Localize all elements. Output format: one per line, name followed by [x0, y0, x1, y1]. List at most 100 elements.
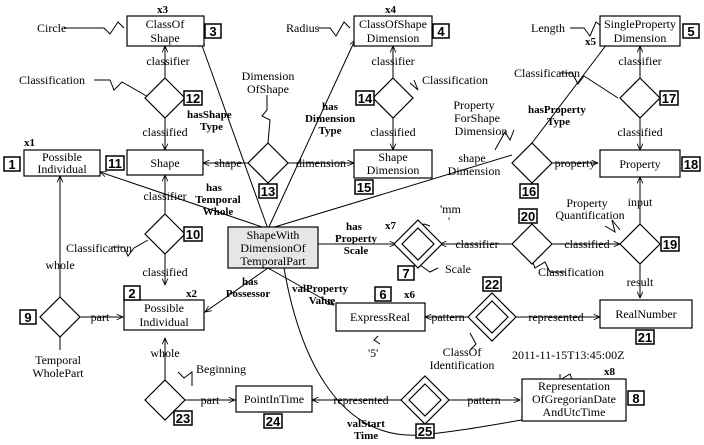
label-classified-10: classified — [142, 265, 187, 279]
label-property-quantification-2: Quantification — [555, 208, 624, 222]
relation-23[interactable]: 23 — [144, 379, 193, 426]
relation-10[interactable]: 10 — [144, 213, 203, 255]
e21-line1: RealNumber — [615, 307, 676, 321]
e4-number: 4 — [437, 24, 445, 39]
label-classified-12: classified — [142, 125, 187, 139]
entity-e4[interactable]: ClassOfShape Dimension x4 4 — [353, 4, 450, 47]
e24-number: 24 — [266, 414, 281, 429]
relation-16[interactable]: 16 — [511, 142, 553, 199]
label-mm-quote: ' — [448, 214, 450, 228]
relation-12[interactable]: 12 — [144, 77, 203, 119]
relation-20[interactable]: 20 — [511, 208, 553, 265]
relation-17[interactable]: 17 — [619, 77, 679, 119]
r13-number: 13 — [261, 184, 275, 199]
label-part-9: part — [91, 310, 110, 324]
e2-number: 2 — [128, 286, 135, 301]
label-has-dimension-type-3: Type — [318, 125, 341, 137]
e1-number: 1 — [8, 157, 15, 172]
relation-7[interactable]: 7 — [393, 219, 443, 281]
center-line1: ShapeWith — [247, 228, 300, 242]
entity-center[interactable]: ShapeWith DimensionOf TemporalPart — [227, 226, 319, 269]
entity-e18[interactable]: Property 18 — [599, 149, 701, 178]
e3-number: 3 — [209, 24, 216, 39]
r23-number: 23 — [176, 411, 190, 426]
entity-e8[interactable]: Representation OfGregorianDate AndUtcTim… — [521, 366, 645, 422]
connector-lines — [60, 21, 640, 436]
label-has-shape-type-2: Type — [200, 121, 223, 133]
label-pattern-22: pattern — [431, 310, 464, 324]
label-classification-12: Classification — [19, 73, 85, 87]
entity-e24[interactable]: PointInTime 24 — [235, 385, 313, 429]
relation-14[interactable]: 14 — [355, 77, 414, 119]
e24-line1: PointInTime — [244, 392, 304, 406]
e8-line3: AndUtcTime — [543, 405, 606, 419]
e15-line1: Shape — [378, 150, 407, 164]
entity-e1[interactable]: Possible Individual x1 1 — [3, 137, 101, 177]
e18-line1: Property — [619, 157, 660, 171]
label-has-shape-type-1: hasShape — [187, 109, 232, 121]
entity-e3[interactable]: ClassOf Shape x3 3 — [126, 4, 222, 47]
label-result: result — [627, 275, 654, 289]
label-circle: Circle — [37, 21, 66, 35]
entity-e11[interactable]: Shape 11 — [105, 149, 204, 176]
entity-e5[interactable]: SingleProperty Dimension x5 5 — [585, 15, 700, 48]
label-dimension: dimension — [296, 156, 346, 170]
relation-19[interactable]: 19 — [619, 223, 680, 265]
e3-line2: Shape — [150, 31, 179, 45]
label-val-start-time-1: valStart — [347, 418, 385, 430]
label-shape-dimension-2: Dimension — [448, 164, 501, 178]
label-has-possessor-1: has — [242, 276, 259, 288]
label-mm: 'mm — [440, 202, 461, 216]
entity-e15[interactable]: Shape Dimension 15 — [353, 149, 433, 195]
e8-tag: x8 — [604, 366, 616, 378]
e15-line2: Dimension — [367, 163, 420, 177]
label-five: '5' — [368, 346, 378, 360]
e6-tag: x6 — [404, 289, 416, 301]
e11-number: 11 — [108, 156, 122, 171]
e2-line1: Possible — [144, 301, 184, 315]
e6-number: 6 — [379, 287, 386, 302]
r9-number: 9 — [24, 310, 31, 325]
label-represented-25: represented — [333, 393, 388, 407]
r16-number: 16 — [522, 184, 536, 199]
relation-13[interactable]: 13 — [247, 142, 289, 199]
label-timestamp: 2011-11-15T13:45:00Z — [512, 348, 624, 362]
e4-line2: Dimension — [367, 31, 420, 45]
label-classified-17: classified — [617, 125, 662, 139]
e5-number: 5 — [687, 24, 694, 39]
entity-e6[interactable]: ExpressReal x6 6 — [335, 286, 426, 332]
r10-number: 10 — [186, 227, 200, 242]
label-x7: x7 — [385, 220, 397, 232]
label-classification-10: Classification — [66, 241, 132, 255]
label-property-quantification-1: Property — [566, 196, 607, 210]
e6-line1: ExpressReal — [350, 310, 411, 324]
label-classification-14: Classification — [422, 73, 488, 87]
e1-line1: Possible — [42, 150, 82, 164]
label-property: property — [555, 156, 596, 170]
r14-number: 14 — [358, 91, 373, 106]
label-shape: shape — [214, 156, 241, 170]
e8-number: 8 — [632, 391, 639, 406]
label-whole-23: whole — [150, 346, 179, 360]
label-beginning: Beginning — [196, 362, 246, 376]
center-line2: DimensionOf — [240, 241, 305, 255]
entity-e21[interactable]: RealNumber 21 — [599, 299, 693, 345]
relation-9[interactable]: 9 — [19, 296, 81, 338]
e2-line2: Individual — [139, 315, 189, 329]
relation-25[interactable]: 25 — [400, 375, 450, 439]
label-dimension-of-shape-1: Dimension — [242, 69, 295, 83]
r17-number: 17 — [662, 91, 676, 106]
label-radius: Radius — [286, 21, 320, 35]
label-has-possessor-2: Possessor — [226, 288, 271, 300]
label-has-property-scale-1: has — [346, 221, 363, 233]
label-has-temporal-whole-1: has — [206, 182, 223, 194]
label-whole-9: whole — [45, 258, 74, 272]
label-classified-20: classified — [564, 237, 609, 251]
relation-22[interactable]: 22 — [467, 276, 517, 342]
entity-e2[interactable]: Possible Individual x2 2 — [123, 285, 205, 331]
label-has-temporal-whole-3: Whole — [203, 206, 234, 218]
label-temporal-whole-part-1: Temporal — [35, 353, 81, 367]
label-class-of-identification-1: ClassOf — [443, 345, 482, 359]
